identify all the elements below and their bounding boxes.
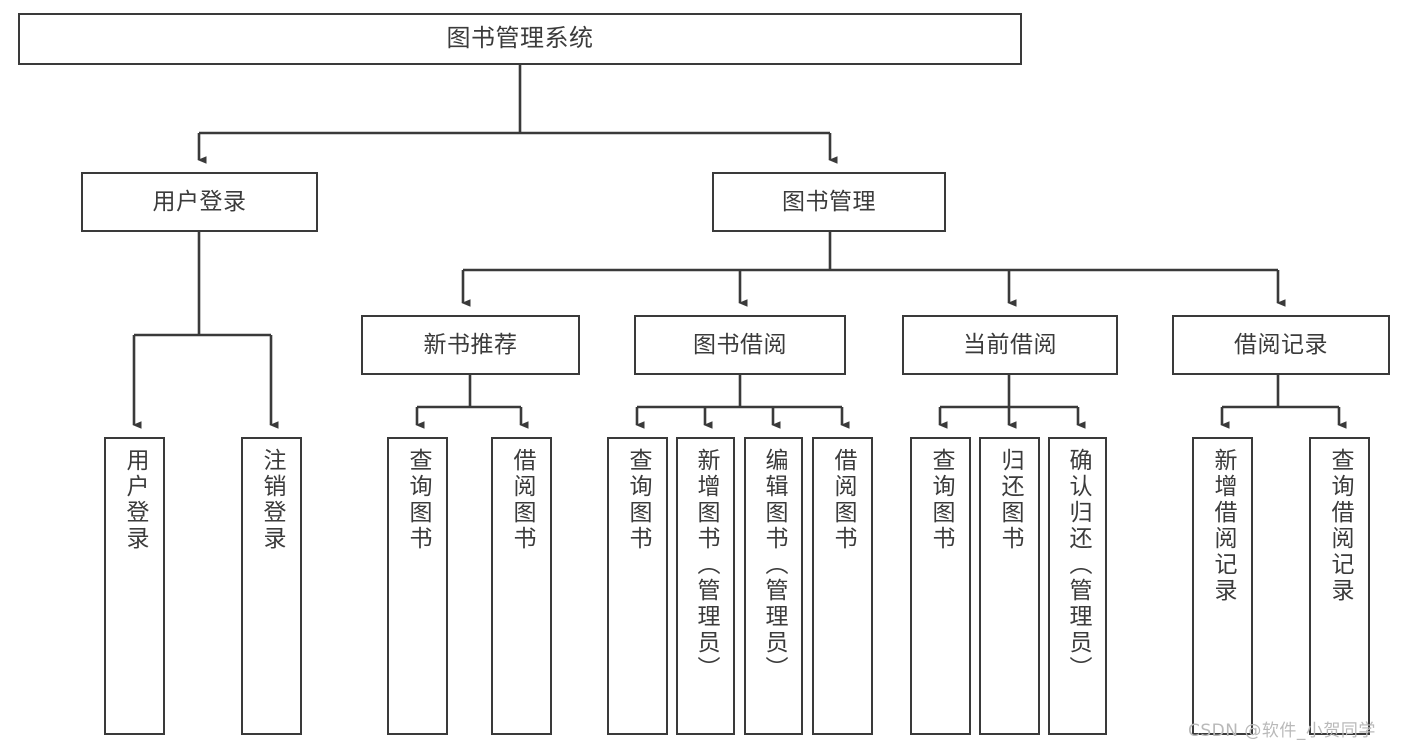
leaf-borrow-borrow-book-label: 借阅图书 — [830, 448, 856, 552]
node-new-book-recommend-label: 新书推荐 — [423, 331, 518, 358]
node-new-book-recommend[interactable]: 新书推荐 — [361, 315, 580, 375]
node-user-login[interactable]: 用户登录 — [81, 172, 318, 232]
leaf-user-login-signin-label: 用户登录 — [122, 448, 148, 552]
leaf-record-query-record[interactable]: 查询借阅记录 — [1309, 437, 1370, 735]
csdn-watermark: CSDN @软件_小贺同学 — [1188, 721, 1376, 741]
leaf-current-return-book[interactable]: 归还图书 — [979, 437, 1040, 735]
leaf-newbook-borrow-book-label: 借阅图书 — [509, 448, 535, 552]
node-borrow-record-label: 借阅记录 — [1234, 331, 1328, 358]
leaf-current-query-book[interactable]: 查询图书 — [910, 437, 971, 735]
leaf-borrow-query-book-label: 查询图书 — [625, 448, 651, 552]
leaf-current-confirm-return-admin-label: 确认归还（管理员） — [1065, 448, 1091, 682]
leaf-borrow-edit-book-admin-label: 编辑图书（管理员） — [761, 448, 787, 682]
node-user-login-label: 用户登录 — [152, 188, 247, 215]
node-book-management[interactable]: 图书管理 — [712, 172, 946, 232]
leaf-record-add-record-label: 新增借阅记录 — [1210, 448, 1236, 604]
leaf-borrow-add-book-admin-label: 新增图书（管理员） — [693, 448, 719, 682]
leaf-borrow-query-book[interactable]: 查询图书 — [607, 437, 668, 735]
leaf-user-login-signout[interactable]: 注销登录 — [241, 437, 302, 735]
leaf-user-login-signout-label: 注销登录 — [259, 448, 285, 552]
leaf-current-query-book-label: 查询图书 — [928, 448, 954, 552]
node-book-management-label: 图书管理 — [782, 188, 876, 215]
leaf-record-add-record[interactable]: 新增借阅记录 — [1192, 437, 1253, 735]
leaf-borrow-add-book-admin[interactable]: 新增图书（管理员） — [676, 437, 735, 735]
node-root-system[interactable]: 图书管理系统 — [18, 13, 1022, 65]
leaf-newbook-query-book-label: 查询图书 — [405, 448, 431, 552]
node-current-borrow-label: 当前借阅 — [963, 331, 1057, 358]
node-current-borrow[interactable]: 当前借阅 — [902, 315, 1118, 375]
leaf-user-login-signin[interactable]: 用户登录 — [104, 437, 165, 735]
node-borrow-record[interactable]: 借阅记录 — [1172, 315, 1390, 375]
node-root-system-label: 图书管理系统 — [446, 24, 594, 53]
leaf-borrow-borrow-book[interactable]: 借阅图书 — [812, 437, 873, 735]
leaf-newbook-borrow-book[interactable]: 借阅图书 — [491, 437, 552, 735]
leaf-current-return-book-label: 归还图书 — [997, 448, 1023, 552]
node-book-borrow[interactable]: 图书借阅 — [634, 315, 846, 375]
leaf-borrow-edit-book-admin[interactable]: 编辑图书（管理员） — [744, 437, 803, 735]
leaf-record-query-record-label: 查询借阅记录 — [1327, 448, 1353, 604]
node-book-borrow-label: 图书借阅 — [693, 331, 787, 358]
leaf-newbook-query-book[interactable]: 查询图书 — [387, 437, 448, 735]
leaf-current-confirm-return-admin[interactable]: 确认归还（管理员） — [1048, 437, 1107, 735]
